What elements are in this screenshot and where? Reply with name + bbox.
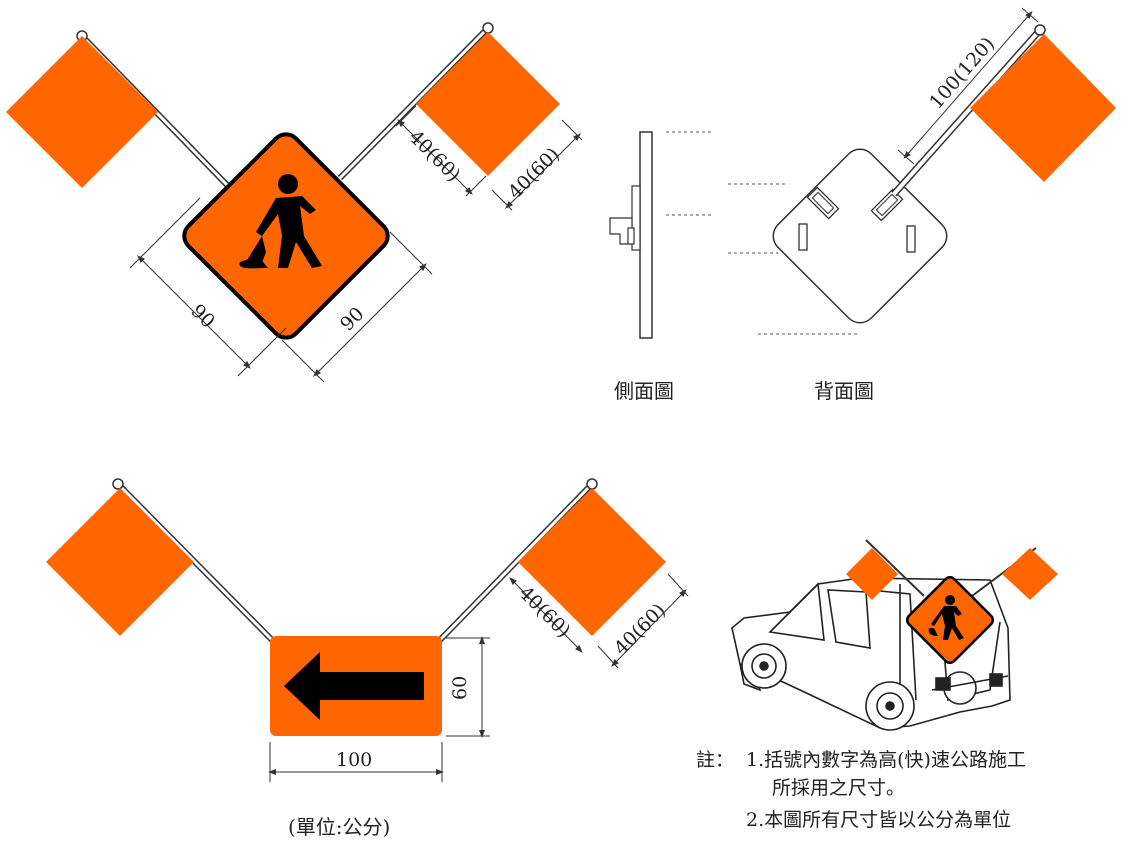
dimension-label: 100 <box>336 749 372 771</box>
back-view-plate <box>772 148 948 324</box>
arrow-flag-left <box>46 488 194 636</box>
notes-line1b: 所採用之尺寸。 <box>772 777 905 799</box>
back-view-flag <box>970 34 1116 182</box>
flag-left <box>6 36 158 188</box>
side-view-panel <box>639 131 653 339</box>
side-view-label: 側面圖 <box>614 379 674 403</box>
truck-worker-icon <box>928 595 964 640</box>
notes-line1: 1.括號內數字為高(快)速公路施工 <box>746 749 1026 771</box>
arrow-left-icon <box>284 652 424 720</box>
units-label: (單位:公分) <box>288 815 390 839</box>
back-view-label: 背面圖 <box>814 379 874 403</box>
dimension-label: 90 <box>186 300 219 333</box>
back-view: 100(120) 背面圖 <box>728 7 1116 403</box>
truck-flag-left <box>846 548 898 600</box>
dim-height: 60 <box>446 636 490 738</box>
arrow-sign-assembly: 60 100 40(60) 40(60) (單位:公分) <box>46 478 689 839</box>
dimension-label: 90 <box>336 303 369 336</box>
side-view-bracket <box>609 217 633 245</box>
dimension-label: 40(60) <box>504 143 564 203</box>
truck-flag-right <box>1002 548 1058 600</box>
top-sign-assembly: 40(60) 40(60) 90 90 <box>6 22 583 383</box>
notes-prefix: 註： <box>696 749 734 771</box>
truck-sign-assembly <box>846 539 1058 665</box>
worker-shoveling-icon <box>239 174 322 269</box>
dimension-label: 60 <box>449 676 471 700</box>
notes-block: 註： 1.括號內數字為高(快)速公路施工 所採用之尺寸。 2.本圖所有尺寸皆以公… <box>696 749 1026 831</box>
side-view: 側面圖 <box>609 131 712 403</box>
dim-width: 100 <box>268 742 444 782</box>
notes-line2: 2.本圖所有尺寸皆以公分為單位 <box>746 809 1011 831</box>
